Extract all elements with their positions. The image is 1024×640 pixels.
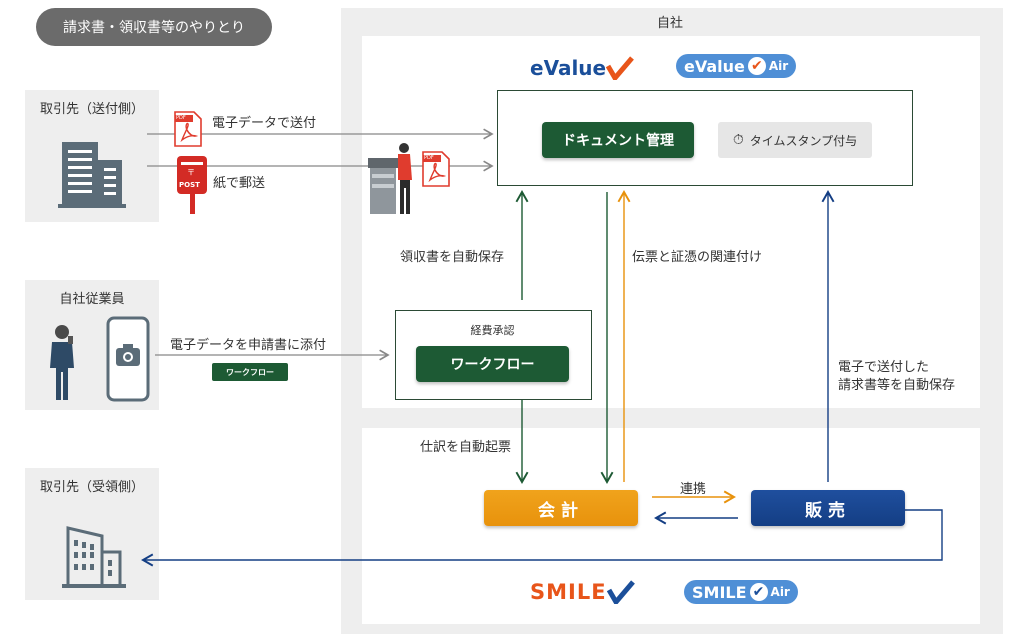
company-label: 自社 [656, 16, 683, 31]
auto-save-invoice-label-2: 請求書等を自動保存 [838, 378, 956, 393]
evalue-logo: eValue [530, 56, 635, 80]
integration-label: 連携 [680, 482, 707, 497]
workflow-badge: ワークフロー [212, 363, 288, 381]
checkmark-icon-2 [606, 580, 635, 604]
pdf-label: PDF [176, 115, 186, 121]
section-tag: 請求書・領収書等のやりとり [36, 8, 272, 46]
link-vouchers-label: 伝票と証憑の関連付け [632, 250, 763, 265]
workflow-button[interactable]: ワークフロー [416, 346, 569, 382]
post-mark: 〒 [187, 168, 195, 177]
receiver-label: 取引先（受領側） [39, 480, 144, 495]
building-outline-icon [62, 526, 126, 588]
evalue-air-logo: eValue ✔ Air [676, 54, 797, 78]
postbox-icon: 〒 POST [175, 154, 209, 216]
post-label: POST [179, 181, 200, 189]
sender-label: 取引先（送付側） [39, 102, 144, 117]
document-management-button[interactable]: ドキュメント管理 [542, 122, 694, 158]
timestamp-button[interactable]: ⏱ タイムスタンプ付与 [718, 122, 872, 158]
expense-approval-label: 経費承認 [470, 324, 515, 337]
send-electronic-label: 電子データで送付 [212, 116, 317, 131]
auto-save-invoice-label-1: 電子で送付した [838, 360, 930, 375]
check-circle-icon-2: ✔ [749, 583, 768, 601]
sales-button[interactable]: 販売 [751, 490, 905, 526]
check-circle-icon: ✔ [747, 57, 766, 75]
timestamp-label: タイムスタンプ付与 [749, 133, 858, 148]
smile-air-logo: SMILE ✔ Air [684, 580, 798, 604]
pdf-icon-2: PDF [421, 150, 451, 188]
checkmark-icon [606, 56, 635, 80]
scanner-operator-icon [368, 143, 412, 214]
smile-panel [362, 428, 980, 624]
clock-icon: ⏱ [732, 132, 744, 148]
arrow-to-receiver [141, 509, 943, 567]
receipt-auto-save-label: 領収書を自動保存 [400, 250, 505, 265]
accounting-button[interactable]: 会計 [484, 490, 638, 526]
send-mail-label: 紙で郵送 [213, 176, 266, 191]
pdf-icon: PDF [173, 110, 203, 148]
attach-application-label: 電子データを申請書に添付 [170, 338, 327, 353]
building-icon [58, 142, 126, 208]
auto-journal-label: 仕訳を自動起票 [420, 440, 512, 455]
pdf-label-2: PDF [424, 155, 434, 161]
smartphone-camera-icon [106, 316, 150, 402]
person-icon [50, 325, 74, 400]
smile-logo: SMILE [530, 580, 635, 604]
employee-label: 自社従業員 [59, 292, 125, 307]
